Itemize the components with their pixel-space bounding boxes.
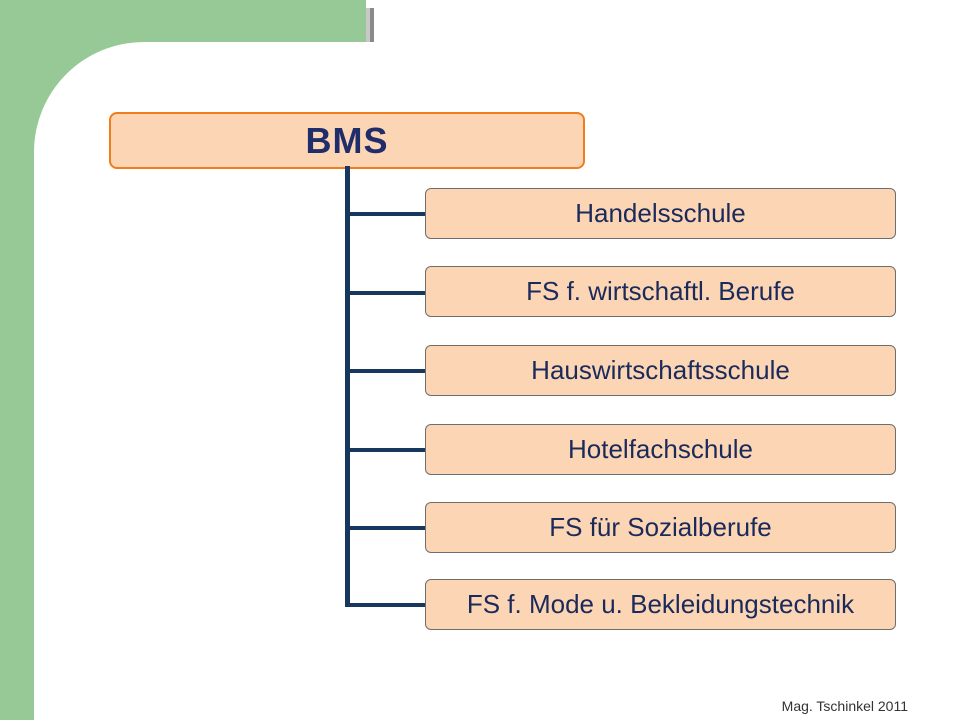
child-node-fs-sozialberufe: FS für Sozialberufe <box>425 502 896 553</box>
decorative-bar-shadow <box>370 8 374 42</box>
root-node-label: BMS <box>305 119 389 161</box>
connector-line <box>345 291 425 295</box>
child-node-label: FS f. wirtschaftl. Berufe <box>526 276 795 306</box>
child-node-hotelfachschule: Hotelfachschule <box>425 424 896 475</box>
connector-line <box>345 603 425 607</box>
child-node-label: Handelsschule <box>575 198 746 228</box>
connector-line <box>345 526 425 530</box>
root-node-bms: BMS <box>109 112 585 169</box>
footer-credit: Mag. Tschinkel 2011 <box>781 698 908 714</box>
child-node-label: FS f. Mode u. Bekleidungstechnik <box>466 589 855 619</box>
tree-trunk-line <box>345 166 350 607</box>
child-node-handelsschule: Handelsschule <box>425 188 896 239</box>
child-node-label: Hotelfachschule <box>568 434 753 464</box>
child-node-label: Hauswirtschaftsschule <box>531 355 790 385</box>
child-node-hauswirtschaftsschule: Hauswirtschaftsschule <box>425 345 896 396</box>
child-node-fs-mode-bekleidungstechnik: FS f. Mode u. Bekleidungstechnik <box>425 579 896 630</box>
child-node-fs-wirtschaftl-berufe: FS f. wirtschaftl. Berufe <box>425 266 896 317</box>
child-node-label: FS für Sozialberufe <box>549 512 772 542</box>
connector-line <box>345 369 425 373</box>
connector-line <box>345 448 425 452</box>
decorative-bar <box>366 8 370 42</box>
connector-line <box>345 212 425 216</box>
